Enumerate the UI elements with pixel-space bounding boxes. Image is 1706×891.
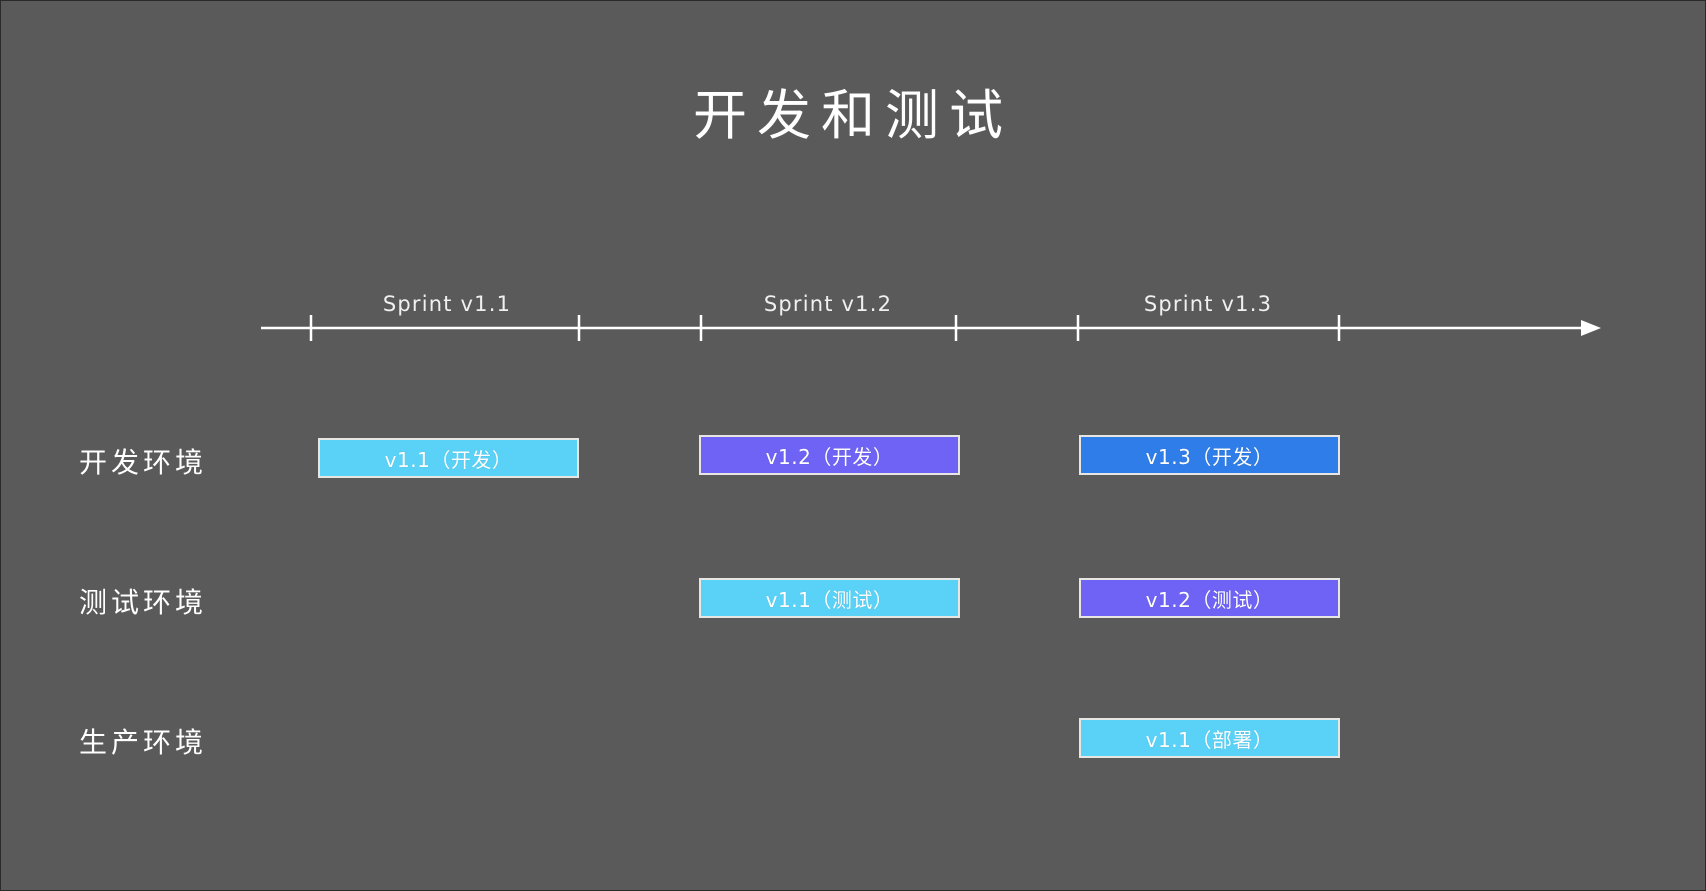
sprint-label-3: Sprint v1.3 bbox=[1143, 292, 1273, 316]
timeline-bar-4[interactable]: v1.1（测试） bbox=[699, 578, 960, 618]
row-label-1: 开发环境 bbox=[79, 446, 208, 479]
timeline-bar-6[interactable]: v1.1（部署） bbox=[1079, 718, 1340, 758]
timeline-arrow-icon bbox=[1581, 320, 1601, 336]
timeline-bar-label: v1.1（部署） bbox=[1145, 727, 1274, 752]
timeline-bar-2[interactable]: v1.2（开发） bbox=[699, 435, 960, 475]
sprint-label-2: Sprint v1.2 bbox=[763, 292, 893, 316]
timeline-bar-label: v1.2（开发） bbox=[765, 444, 894, 469]
timeline-bar-label: v1.3（开发） bbox=[1145, 444, 1274, 469]
timeline-bar-1[interactable]: v1.1（开发） bbox=[318, 438, 579, 478]
row-label-3: 生产环境 bbox=[79, 726, 208, 759]
timeline-bar-3[interactable]: v1.3（开发） bbox=[1079, 435, 1340, 475]
page-title: 开发和测试 bbox=[693, 84, 1013, 147]
timeline-bar-label: v1.1（开发） bbox=[384, 447, 513, 472]
timeline-bar-label: v1.2（测试） bbox=[1145, 587, 1274, 612]
sprint-label-1: Sprint v1.1 bbox=[382, 292, 512, 316]
timeline-bar-label: v1.1（测试） bbox=[765, 587, 894, 612]
row-label-2: 测试环境 bbox=[79, 586, 208, 619]
timeline-bar-5[interactable]: v1.2（测试） bbox=[1079, 578, 1340, 618]
